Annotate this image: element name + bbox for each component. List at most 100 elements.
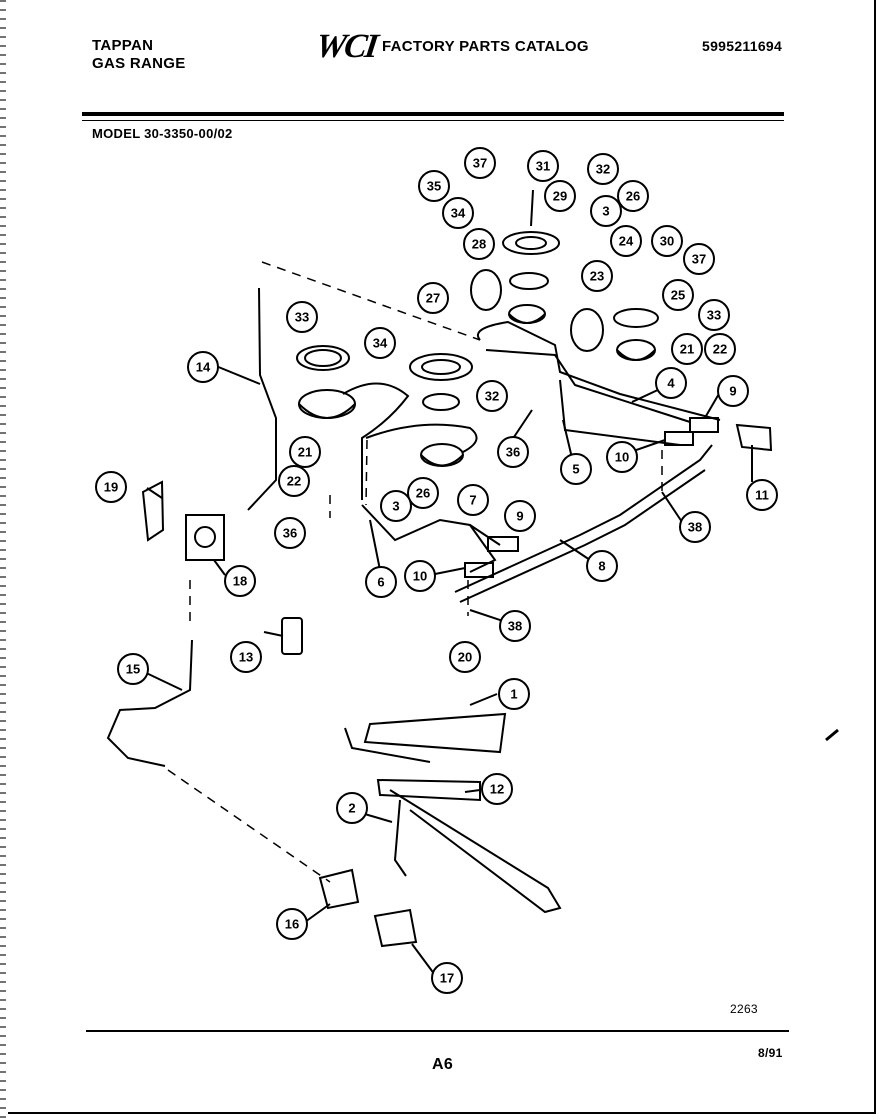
callout-36b: 36: [274, 517, 306, 549]
svg-text:6: 6: [377, 575, 384, 590]
svg-text:3: 3: [392, 499, 399, 514]
svg-text:4: 4: [667, 376, 675, 391]
svg-text:17: 17: [440, 971, 454, 986]
callout-25: 25: [662, 279, 694, 311]
callout-18: 18: [224, 565, 256, 597]
scan-edge: [0, 0, 6, 1120]
svg-text:35: 35: [427, 179, 441, 194]
svg-text:14: 14: [196, 360, 211, 375]
footer-rule: [86, 1030, 789, 1032]
callout-9a: 9: [717, 375, 749, 407]
callout-31: 31: [527, 150, 559, 182]
callout-9b: 9: [504, 500, 536, 532]
svg-text:37: 37: [473, 156, 487, 171]
svg-text:33: 33: [295, 310, 309, 325]
svg-text:16: 16: [285, 917, 299, 932]
callout-10a: 10: [606, 441, 638, 473]
callout-32a: 32: [587, 153, 619, 185]
callout-12: 12: [481, 773, 513, 805]
callout-6: 6: [365, 566, 397, 598]
callout-33b: 33: [698, 299, 730, 331]
page-frame: [8, 0, 876, 1114]
svg-text:29: 29: [553, 189, 567, 204]
callout-8: 8: [586, 550, 618, 582]
callout-37a: 37: [464, 147, 496, 179]
svg-text:15: 15: [126, 662, 140, 677]
callout-10b: 10: [404, 560, 436, 592]
svg-text:8: 8: [598, 559, 605, 574]
callout-24: 24: [610, 225, 642, 257]
callout-21a: 21: [671, 333, 703, 365]
callout-29: 29: [544, 180, 576, 212]
catalog-number: 5995211694: [702, 38, 783, 54]
svg-text:18: 18: [233, 574, 247, 589]
callout-34a: 34: [442, 197, 474, 229]
svg-text:10: 10: [413, 569, 427, 584]
callout-23: 23: [581, 260, 613, 292]
page-number: A6: [432, 1056, 454, 1073]
callout-26a: 26: [617, 180, 649, 212]
callout-19: 19: [95, 471, 127, 503]
callout-26b: 26: [407, 477, 439, 509]
svg-text:31: 31: [536, 159, 550, 174]
callout-3a: 3: [590, 195, 622, 227]
svg-text:22: 22: [287, 474, 301, 489]
svg-text:10: 10: [615, 450, 629, 465]
svg-text:38: 38: [508, 619, 522, 634]
callout-32b: 32: [476, 380, 508, 412]
callout-34b: 34: [364, 327, 396, 359]
callout-21b: 21: [289, 436, 321, 468]
svg-text:11: 11: [755, 488, 769, 503]
callout-14: 14: [187, 351, 219, 383]
svg-text:19: 19: [104, 480, 118, 495]
callout-28: 28: [463, 228, 495, 260]
svg-text:33: 33: [707, 308, 721, 323]
svg-text:37: 37: [692, 252, 706, 267]
product-label: GAS RANGE: [92, 55, 186, 72]
callout-22b: 22: [278, 465, 310, 497]
svg-text:28: 28: [472, 237, 486, 252]
svg-text:7: 7: [469, 493, 476, 508]
model-label: MODEL 30-3350-00/02: [92, 126, 233, 141]
date-label: 8/91: [758, 1046, 783, 1060]
svg-text:12: 12: [490, 782, 504, 797]
svg-text:3: 3: [602, 204, 609, 219]
callout-3b: 3: [380, 490, 412, 522]
svg-text:26: 26: [416, 486, 430, 501]
svg-text:38: 38: [688, 520, 702, 535]
callout-7: 7: [457, 484, 489, 516]
svg-text:20: 20: [458, 650, 472, 665]
svg-text:13: 13: [239, 650, 253, 665]
callout-16: 16: [276, 908, 308, 940]
callout-36a: 36: [497, 436, 529, 468]
svg-text:23: 23: [590, 269, 604, 284]
callout-22a: 22: [704, 333, 736, 365]
header-rule-thin: [82, 120, 784, 121]
drawing-number: 2263: [730, 1002, 758, 1016]
callout-37b: 37: [683, 243, 715, 275]
callout-11: 11: [746, 479, 778, 511]
callout-4: 4: [655, 367, 687, 399]
svg-text:25: 25: [671, 288, 685, 303]
svg-text:24: 24: [619, 234, 634, 249]
callout-33a: 33: [286, 301, 318, 333]
svg-text:34: 34: [373, 336, 388, 351]
svg-text:30: 30: [660, 234, 674, 249]
callout-35: 35: [418, 170, 450, 202]
brand-label: TAPPAN: [92, 37, 154, 54]
callout-17: 17: [431, 962, 463, 994]
callout-38b: 38: [499, 610, 531, 642]
svg-text:1: 1: [510, 687, 517, 702]
callout-20: 20: [449, 641, 481, 673]
svg-text:34: 34: [451, 206, 466, 221]
header-rule: [82, 112, 784, 116]
callout-13: 13: [230, 641, 262, 673]
callout-38a: 38: [679, 511, 711, 543]
svg-text:21: 21: [298, 445, 312, 460]
svg-text:36: 36: [506, 445, 520, 460]
svg-text:36: 36: [283, 526, 297, 541]
svg-text:2: 2: [348, 801, 355, 816]
svg-text:22: 22: [713, 342, 727, 357]
callout-30: 30: [651, 225, 683, 257]
